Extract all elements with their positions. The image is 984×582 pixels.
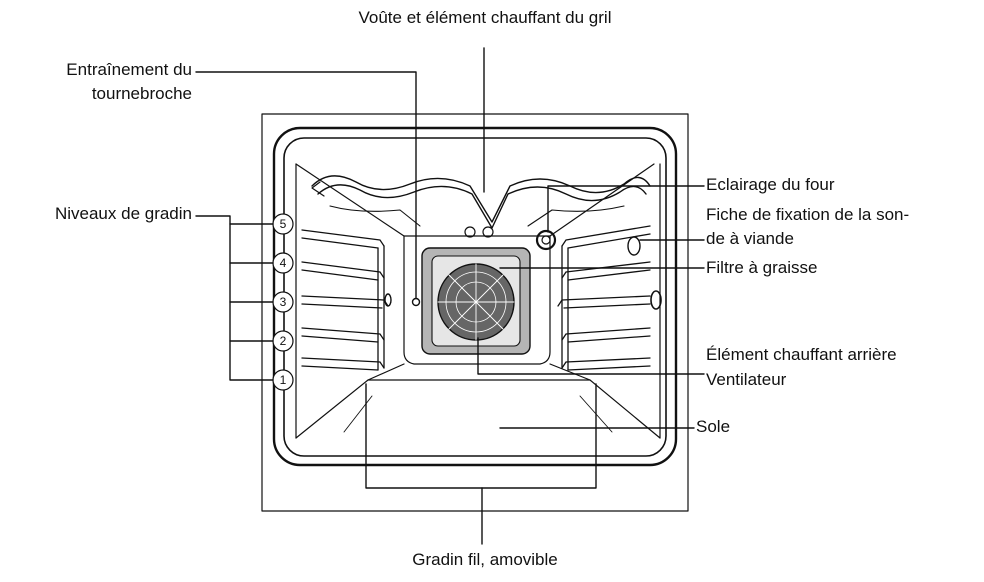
meat-probe-socket: [627, 236, 641, 256]
shelf-numbers: 5 4 3 2 1: [280, 217, 287, 387]
leader-fan: [477, 337, 705, 375]
label-probe-line2: de à viande: [706, 229, 794, 248]
label-grease-filter: Filtre à graisse: [706, 258, 818, 277]
leader-oven-light: [547, 185, 705, 233]
fan-blades: [437, 263, 515, 341]
label-rear-heater: Élément chauffant arrière: [706, 345, 897, 364]
right-shelf-runners: [557, 225, 651, 371]
label-fan: Ventilateur: [706, 370, 787, 389]
right-rack-fixing: [650, 290, 662, 310]
label-vault-grill: Voûte et élément chauffant du gril: [358, 8, 612, 27]
leader-shelf-levels: [195, 215, 274, 381]
leader-rotisserie: [195, 71, 417, 299]
grill-bracket-left: [311, 181, 325, 197]
label-shelf-levels: Niveaux de gradin: [54, 204, 192, 223]
shelf-number-1: 1: [280, 373, 287, 387]
label-probe-line1: Fiche de fixation de la son-: [706, 205, 910, 224]
label-wire-rack: Gradin fil, amovible: [412, 550, 558, 569]
shelf-number-3: 3: [280, 295, 287, 309]
shelf-number-4: 4: [280, 256, 287, 270]
label-floor: Sole: [696, 417, 731, 436]
rotisserie-socket: [411, 297, 421, 307]
oven-outer-frame: [261, 113, 689, 512]
cavity-floor-edges: [295, 379, 661, 439]
left-rack-knob: [384, 293, 392, 307]
oven-light-outer: [535, 229, 557, 251]
floor-right-corner: [549, 363, 591, 381]
label-oven-light: Eclairage du four: [706, 175, 835, 194]
shelf-number-2: 2: [280, 334, 287, 348]
shelf-number-5: 5: [280, 217, 287, 231]
cavity-top-left-edge: [295, 163, 405, 237]
oven-back-wall: [403, 235, 551, 365]
oven-light-inner: [541, 235, 551, 245]
grill-element-upper: [311, 175, 651, 223]
grill-element-lower: [317, 184, 647, 229]
leader-lines: [195, 47, 705, 545]
label-rotisserie-line2: tournebroche: [91, 84, 192, 103]
grill-connector-right: [482, 226, 494, 238]
grill-element-back: [329, 205, 625, 227]
shelf-level-markers: [272, 213, 294, 391]
leader-shelf-ticks: [229, 223, 274, 342]
floor-left-corner: [367, 363, 405, 381]
left-shelf-runners: [301, 229, 389, 371]
leader-wire-rack-bracket: [365, 383, 597, 489]
grill-connector-left: [464, 226, 476, 238]
floor-shading-lines: [343, 395, 613, 433]
label-rotisserie-line1: Entraînement du: [66, 60, 192, 79]
